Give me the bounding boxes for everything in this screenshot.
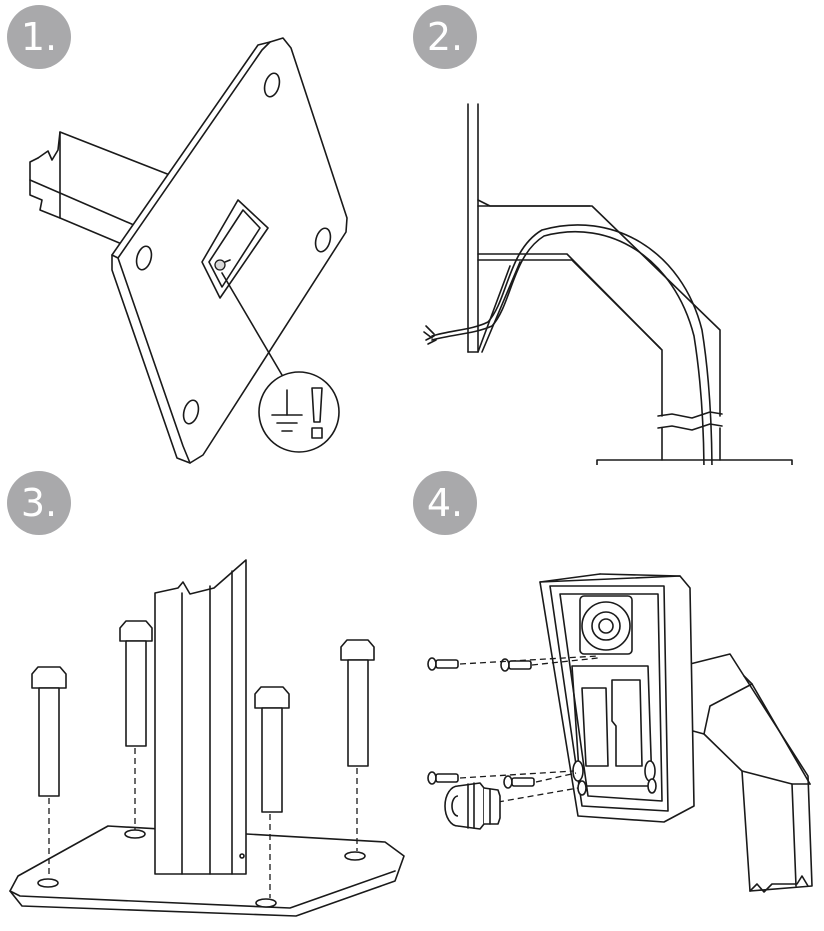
post — [154, 559, 247, 875]
screw — [500, 658, 532, 672]
bolt — [340, 639, 375, 767]
cable-gland — [444, 782, 501, 830]
bolt — [31, 666, 67, 797]
camera-housing — [539, 573, 695, 823]
mounting-hole — [124, 829, 146, 839]
bracket-arm — [681, 653, 813, 893]
step-2-panel: 2. — [412, 0, 824, 465]
step-2-badge: 2. — [413, 5, 477, 69]
step-3-badge: 3. — [7, 471, 71, 535]
exclamation-mark-icon — [311, 387, 323, 439]
step-1-illustration — [29, 37, 348, 464]
mounting-hole — [255, 898, 277, 908]
ground-screw — [214, 259, 226, 271]
post-tube — [29, 131, 176, 256]
bracket-arm — [477, 199, 721, 417]
step-4-badge: 4. — [413, 471, 477, 535]
mounting-hole — [344, 851, 366, 861]
ground-warning-callout — [258, 371, 340, 453]
step-1-panel: 1. — [0, 0, 412, 465]
step-4-illustration — [427, 573, 813, 893]
base-plate — [111, 37, 348, 464]
step-2-illustration — [423, 103, 793, 465]
base-plate — [596, 459, 793, 465]
screw — [503, 775, 535, 789]
ground-symbol-icon — [271, 389, 303, 432]
cable — [431, 224, 713, 465]
mounting-hole — [314, 227, 332, 253]
bolt — [119, 620, 153, 747]
center-opening — [201, 199, 269, 299]
mounting-hole — [37, 878, 59, 888]
step-1-badge: 1. — [7, 5, 71, 69]
screw — [427, 771, 459, 785]
screw — [427, 657, 459, 671]
mounting-hole — [182, 399, 200, 425]
step-3-illustration — [9, 559, 405, 917]
step-3-panel: 3. — [0, 466, 412, 931]
mounting-hole — [263, 72, 281, 98]
mounting-hole — [135, 245, 153, 271]
bolt — [254, 686, 290, 813]
step-4-panel: 4. — [412, 466, 824, 931]
